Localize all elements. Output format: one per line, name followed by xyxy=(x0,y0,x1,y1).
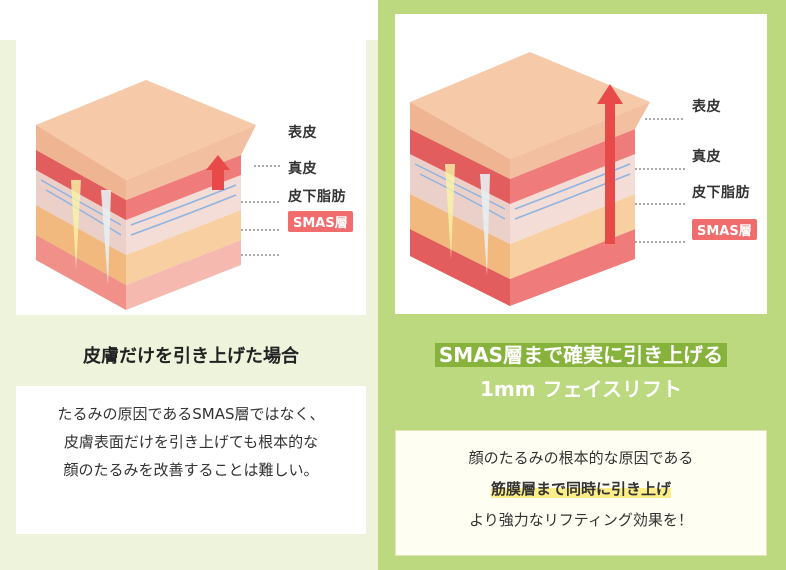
right-heading: SMAS層まで確実に引き上げる 1mm フェイスリフト xyxy=(395,338,767,406)
right-desc-line-3: より強力なリフティング効果を！ xyxy=(469,511,693,529)
right-illustration: 表皮 真皮 皮下脂肪 SMAS層 xyxy=(395,14,767,314)
label-epidermis: 表皮 xyxy=(288,125,317,141)
left-desc-line-1: たるみの原因であるSMAS層ではなく、 xyxy=(57,405,325,423)
left-illustration: 表皮 真皮 皮下脂肪 SMAS層 xyxy=(16,40,366,315)
skin-layers-cube-right xyxy=(410,52,685,306)
label-dermis: 真皮 xyxy=(692,149,721,165)
label-subcutaneous: 皮下脂肪 xyxy=(288,189,346,205)
left-desc-line-2: 皮膚表面だけを引き上げても根本的な xyxy=(63,433,319,451)
left-description: たるみの原因であるSMAS層ではなく、 皮膚表面だけを引き上げても根本的な 顔の… xyxy=(16,386,366,534)
right-desc-highlight: 筋膜層まで同時に引き上げ xyxy=(490,480,671,498)
skin-layers-cube-left xyxy=(36,80,281,310)
right-description: 顔のたるみの根本的な原因である 筋膜層まで同時に引き上げ より強力なリフティング… xyxy=(395,430,767,556)
right-desc-line-1: 顔のたるみの根本的な原因である xyxy=(468,449,694,467)
label-subcutaneous: 皮下脂肪 xyxy=(692,185,750,201)
label-smas: SMAS層 xyxy=(692,219,757,240)
label-dermis: 真皮 xyxy=(288,161,317,177)
right-heading-line-2: 1mm フェイスリフト xyxy=(480,377,682,401)
label-smas: SMAS層 xyxy=(288,211,353,232)
left-desc-line-3: 顔のたるみを改善することは難しい。 xyxy=(63,461,319,479)
label-epidermis: 表皮 xyxy=(692,99,721,115)
left-heading: 皮膚だけを引き上げた場合 xyxy=(83,346,299,367)
right-heading-line-1: SMAS層まで確実に引き上げる xyxy=(434,343,728,367)
